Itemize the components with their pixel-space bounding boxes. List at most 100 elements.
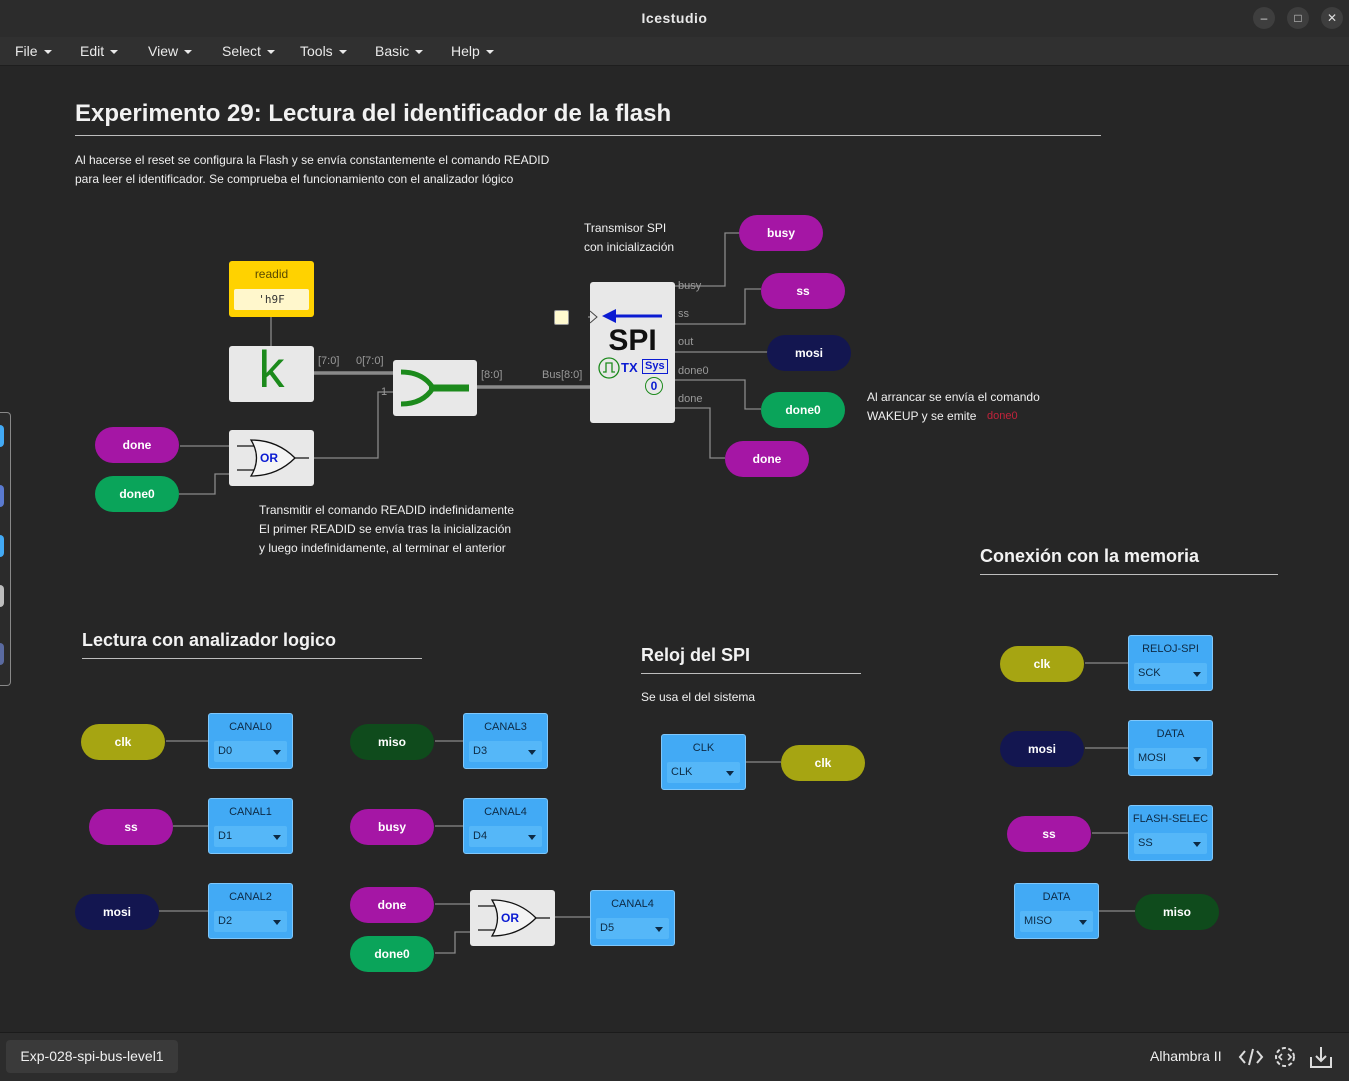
analyzer-or-gate[interactable]: OR: [470, 890, 555, 946]
analyzer-miso[interactable]: miso: [350, 724, 434, 760]
canal2-block[interactable]: CANAL2 D2: [208, 883, 293, 939]
canal0-select[interactable]: D0: [214, 741, 287, 762]
readid-label: readid: [254, 267, 289, 281]
join-icon: [400, 369, 469, 407]
memory-mosi[interactable]: mosi: [1000, 731, 1084, 767]
title-divider: [75, 135, 1101, 136]
dropdown-icon: [273, 835, 281, 840]
flash-selec-select[interactable]: SS: [1134, 833, 1207, 854]
clock-clk[interactable]: clk: [781, 745, 865, 781]
canal4-done-block[interactable]: CANAL4 D5: [590, 890, 675, 946]
memory-clk[interactable]: clk: [1000, 646, 1084, 682]
data-mosi-select[interactable]: MOSI: [1134, 748, 1207, 769]
readid-note: Transmitir el comando READID indefinidam…: [259, 503, 514, 555]
constant-k-block[interactable]: k: [229, 341, 314, 402]
board-name[interactable]: Alhambra II: [1150, 1048, 1222, 1064]
analyzer-mosi[interactable]: mosi: [75, 894, 159, 930]
toolbox-tab[interactable]: [0, 412, 11, 686]
canal4-done-select[interactable]: D5: [596, 918, 669, 939]
caret-down-icon: [110, 50, 119, 55]
maximize-button[interactable]: □: [1287, 7, 1309, 29]
filename-tab[interactable]: Exp-028-spi-bus-level1: [6, 1040, 178, 1073]
canal1-block[interactable]: CANAL1 D1: [208, 798, 293, 854]
toolbox-output-icon[interactable]: [0, 485, 4, 507]
wire-label-bus-8-0: Bus[8:0]: [542, 369, 583, 381]
menu-edit[interactable]: Edit: [80, 43, 119, 59]
menu-view[interactable]: View: [148, 43, 193, 59]
canal0-block[interactable]: CANAL0 D0: [208, 713, 293, 769]
flash-selec-block[interactable]: FLASH-SELEC SS: [1128, 805, 1213, 861]
menu-tools[interactable]: Tools: [300, 43, 347, 59]
canal4-block[interactable]: CANAL4 D4: [463, 798, 548, 854]
toolbox-code-icon[interactable]: [0, 585, 4, 607]
output-ss[interactable]: ss: [761, 273, 845, 309]
verify-code-icon[interactable]: [1237, 1043, 1265, 1071]
or-gate-icon: [237, 439, 309, 477]
toolbox-input-icon[interactable]: [0, 425, 4, 447]
readid-constant-block[interactable]: readid 'h9F: [229, 261, 314, 317]
input-done0[interactable]: done0: [95, 476, 179, 512]
description-text: Al hacerse el reset se configura la Flas…: [75, 153, 550, 186]
memory-miso[interactable]: miso: [1135, 894, 1219, 930]
canal2-select[interactable]: D2: [214, 911, 287, 932]
memory-title: Conexión con la memoria: [980, 546, 1200, 566]
bus-join-block[interactable]: [393, 360, 477, 416]
analyzer-divider: [82, 658, 422, 659]
title-bar: Icestudio – □ ✕: [0, 0, 1349, 38]
analyzer-ss[interactable]: ss: [89, 809, 173, 845]
canal3-block[interactable]: CANAL3 D3: [463, 713, 548, 769]
build-gear-icon[interactable]: [1271, 1043, 1299, 1071]
menu-file[interactable]: File: [15, 43, 52, 59]
canal3-select[interactable]: D3: [469, 741, 542, 762]
menu-basic[interactable]: Basic: [375, 43, 424, 59]
toolbox-label-icon[interactable]: [0, 535, 4, 557]
data-mosi-block[interactable]: DATA MOSI: [1128, 720, 1213, 776]
clock-note: Se usa el del sistema: [641, 690, 756, 704]
close-button[interactable]: ✕: [1321, 7, 1343, 29]
upload-icon[interactable]: [1307, 1043, 1335, 1071]
caret-down-icon: [485, 50, 494, 55]
wire-label-8-0: [8:0]: [481, 369, 503, 381]
spi-transmitter-block[interactable]: SPI TX Sys 0: [590, 282, 675, 423]
or-gate-block[interactable]: OR: [229, 430, 314, 486]
dropdown-icon: [273, 750, 281, 755]
clk-input-block[interactable]: CLK CLK: [661, 734, 746, 790]
design-canvas[interactable]: Experimento 29: Lectura del identificado…: [0, 66, 1349, 1032]
spi-note: Transmisor SPI con inicialización: [584, 221, 675, 254]
output-mosi[interactable]: mosi: [767, 335, 851, 371]
menu-select[interactable]: Select: [222, 43, 275, 59]
reloj-spi-block[interactable]: RELOJ-SPI SCK: [1128, 635, 1213, 691]
caret-down-icon: [266, 50, 275, 55]
menu-help[interactable]: Help: [451, 43, 494, 59]
analyzer-clk[interactable]: clk: [81, 724, 165, 760]
toolbox-info-icon[interactable]: [0, 643, 4, 665]
output-done[interactable]: done: [725, 441, 809, 477]
data-miso-block[interactable]: DATA MISO: [1014, 883, 1099, 939]
canal1-select[interactable]: D1: [214, 826, 287, 847]
spi-title: SPI: [608, 324, 657, 357]
analyzer-title: Lectura con analizador logico: [82, 630, 337, 650]
arrow-left-icon: [602, 309, 662, 323]
port-ss-label: ss: [678, 308, 689, 320]
input-done[interactable]: done: [95, 427, 179, 463]
dropdown-icon: [528, 750, 536, 755]
window-title: Icestudio: [641, 10, 708, 26]
readid-value[interactable]: 'h9F: [234, 289, 309, 310]
wakeup-note: Al arrancar se envía el comando WAKEUP y…: [867, 390, 1040, 423]
wire-label-7-0: [7:0]: [318, 355, 340, 367]
caret-down-icon: [43, 50, 52, 55]
analyzer-done0[interactable]: done0: [350, 936, 434, 972]
analyzer-done[interactable]: done: [350, 887, 434, 923]
reloj-spi-select[interactable]: SCK: [1134, 663, 1207, 684]
output-busy[interactable]: busy: [739, 215, 823, 251]
output-done0[interactable]: done0: [761, 392, 845, 428]
clk-select[interactable]: CLK: [667, 762, 740, 783]
clock-title: Reloj del SPI: [641, 645, 751, 665]
data-miso-select[interactable]: MISO: [1020, 911, 1093, 932]
clock-input-pin[interactable]: [554, 310, 569, 325]
minimize-button[interactable]: –: [1253, 7, 1275, 29]
canal4-select[interactable]: D4: [469, 826, 542, 847]
memory-ss[interactable]: ss: [1007, 816, 1091, 852]
maximize-icon: □: [1294, 11, 1302, 25]
analyzer-busy[interactable]: busy: [350, 809, 434, 845]
